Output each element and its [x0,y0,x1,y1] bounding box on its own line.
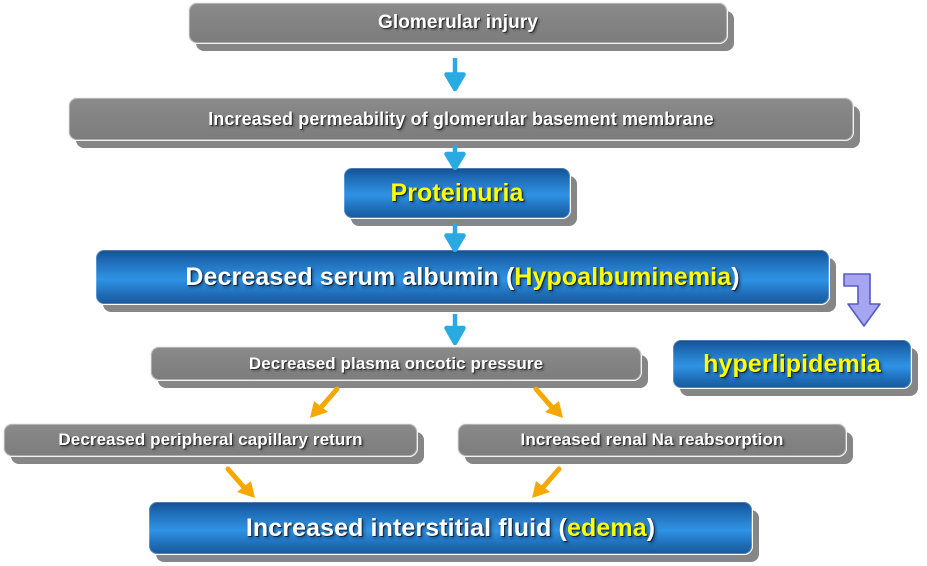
node-edema-label-paren-close: ) [646,513,656,542]
node-glomerular-injury[interactable]: Glomerular injury [188,2,728,44]
node-hypoalbuminemia-label-prefix: Decreased serum albumin [185,262,506,291]
node-edema[interactable]: Increased interstitial fluid (edema) [148,501,753,555]
node-na-reabsorption-label: Increased renal Na reabsorption [520,430,784,450]
node-hyperlipidemia-label: hyperlipidemia [703,349,881,378]
node-increased-permeability[interactable]: Increased permeability of glomerular bas… [68,97,854,141]
node-na-reabsorption[interactable]: Increased renal Na reabsorption [457,423,847,457]
node-hypoalbuminemia-label-paren-close: ) [731,262,740,291]
arrow-hypoalbuminemia-to-hyperlipidemia-icon [843,273,881,327]
node-proteinuria[interactable]: Proteinuria [343,167,571,219]
node-hypoalbuminemia[interactable]: Decreased serum albumin (Hypoalbuminemia… [95,249,830,305]
node-hypoalbuminemia-label-highlight: Hypoalbuminemia [514,262,732,291]
node-increased-permeability-label: Increased permeability of glomerular bas… [208,108,714,129]
node-hypoalbuminemia-label-paren-open: ( [505,262,515,291]
arrow-capillary-return-to-edema-icon [225,466,255,498]
arrow-proteinuria-to-hypoalbuminemia-icon [444,223,466,252]
node-edema-label-paren-open: ( [558,513,567,542]
node-edema-label-prefix: Increased interstitial fluid [245,513,559,542]
arrow-oncotic-to-na-reabsorption-icon [533,386,563,418]
node-glomerular-injury-label: Glomerular injury [377,12,539,34]
node-capillary-return-label: Decreased peripheral capillary return [58,430,363,450]
node-capillary-return[interactable]: Decreased peripheral capillary return [3,423,418,457]
arrow-na-reabsorption-to-edema-icon [532,466,562,498]
node-oncotic-pressure-label: Decreased plasma oncotic pressure [248,353,544,373]
node-oncotic-pressure[interactable]: Decreased plasma oncotic pressure [150,346,642,381]
node-edema-label: Increased interstitial fluid (edema) [246,515,655,541]
node-hyperlipidemia[interactable]: hyperlipidemia [672,339,912,389]
node-edema-label-highlight: edema [566,513,647,542]
node-hypoalbuminemia-label: Decreased serum albumin (Hypoalbuminemia… [185,264,739,290]
node-proteinuria-label: Proteinuria [390,178,524,207]
arrow-hypoalbuminemia-to-oncotic-icon [444,314,466,345]
arrow-oncotic-to-capillary-return-icon [310,386,340,418]
arrow-injury-to-permeability-icon [444,58,466,92]
